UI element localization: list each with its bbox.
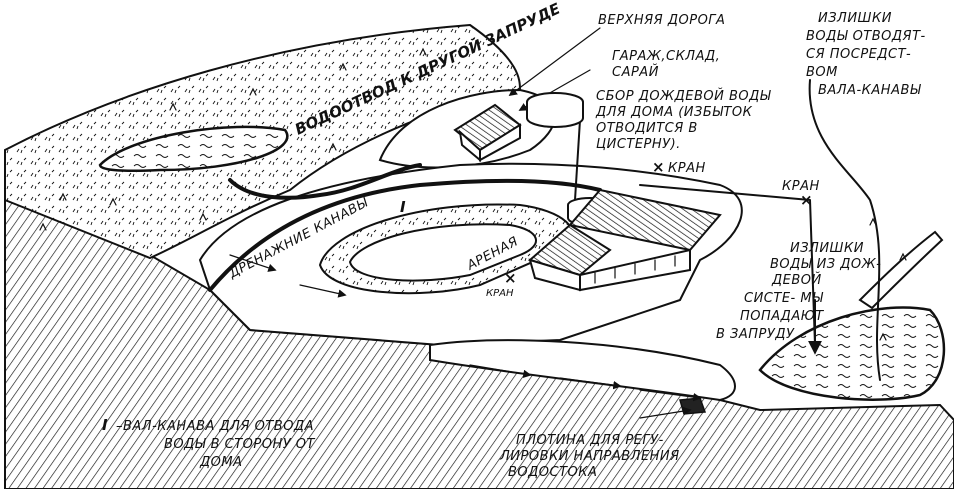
main-house: [527, 188, 722, 292]
label-rain-4: ЦИСТЕРНУ).: [596, 137, 681, 152]
label-upper-road: ВЕРХНЯЯ ДОРОГА: [598, 13, 725, 28]
garage-building: [453, 103, 522, 163]
label-dam-2: ЛИРОВКИ НАПРАВЛЕНИЯ: [499, 449, 680, 464]
label-rain-2: ДЛЯ ДОМА (ИЗБЫТОК: [595, 105, 753, 120]
tap-marker-2: ×: [800, 191, 813, 209]
legend-line-3: ДОМА: [199, 455, 243, 470]
flow-arrow-5: [639, 389, 702, 402]
label-excess-right-6: В ЗАПРУДУ: [716, 327, 795, 342]
ditch-berm-line: [208, 178, 602, 292]
diversion-channel: [858, 230, 944, 310]
label-rain-3: ОТВОДИТСЯ В: [596, 121, 698, 136]
label-garage-2: САРАЙ: [612, 64, 659, 80]
label-excess-top-5: ВАЛА-КАНАВЫ: [818, 83, 922, 98]
leader-dam: [639, 406, 692, 419]
label-excess-top-1: ИЗЛИШКИ: [818, 11, 892, 26]
label-rain-1: СБОР ДОЖДЕВОЙ ВОДЫ: [596, 88, 772, 104]
upper-pond: [98, 125, 289, 173]
legend-line-2: ВОДЫ В СТОРОНУ ОТ: [164, 437, 316, 452]
lower-pond: [758, 306, 946, 401]
label-excess-right-5: ПОПАДАЮТ: [740, 309, 824, 324]
label-excess-right-2: ВОДЫ ИЗ ДОЖ-: [770, 257, 881, 272]
label-excess-right-1: ИЗЛИШКИ: [790, 241, 864, 256]
label-excess-top-4: ВОМ: [806, 65, 838, 80]
label-dam-1: ПЛОТИНА ДЛЯ РЕГУ-: [516, 433, 664, 448]
label-excess-right-3: ДЕВОЙ: [771, 272, 822, 288]
rain-pipe: [574, 119, 816, 346]
grass-tufts: [39, 47, 907, 341]
flow-arrow-4: [559, 377, 622, 390]
legend-line-1: –ВАЛ-КАНАВА ДЛЯ ОТВОДА: [116, 419, 314, 434]
arena-inner: [348, 223, 537, 282]
label-excess-top-3: СЯ ПОСРЕДСТ-: [806, 47, 911, 62]
tap-marker-3: ×: [504, 269, 517, 287]
legend-mark: I: [102, 416, 108, 434]
flow-arrow-2: [299, 284, 347, 298]
garage-ditch: [228, 163, 422, 200]
label-excess-top-2: ВОДЫ ОТВОДЯТ-: [806, 29, 926, 44]
label-roman-one: I: [400, 198, 406, 216]
tap-marker-1: ×: [652, 158, 665, 176]
label-garage-1: ГАРАЖ,СКЛАД,: [612, 49, 720, 64]
leader-upper-road: [508, 27, 601, 97]
flow-arrow-3: [469, 364, 532, 379]
label-tap-1: КРАН: [668, 161, 706, 176]
label-excess-right-4: СИСТЕ- МЫ: [744, 291, 824, 306]
label-tap-2: КРАН: [782, 179, 820, 194]
label-tap-3: КРАН: [486, 288, 514, 299]
flow-arrow-1: [229, 254, 277, 272]
label-dam-3: ВОДОСТОКА: [508, 465, 597, 480]
overflow-line: [808, 79, 881, 381]
cistern-tank: [526, 92, 584, 128]
